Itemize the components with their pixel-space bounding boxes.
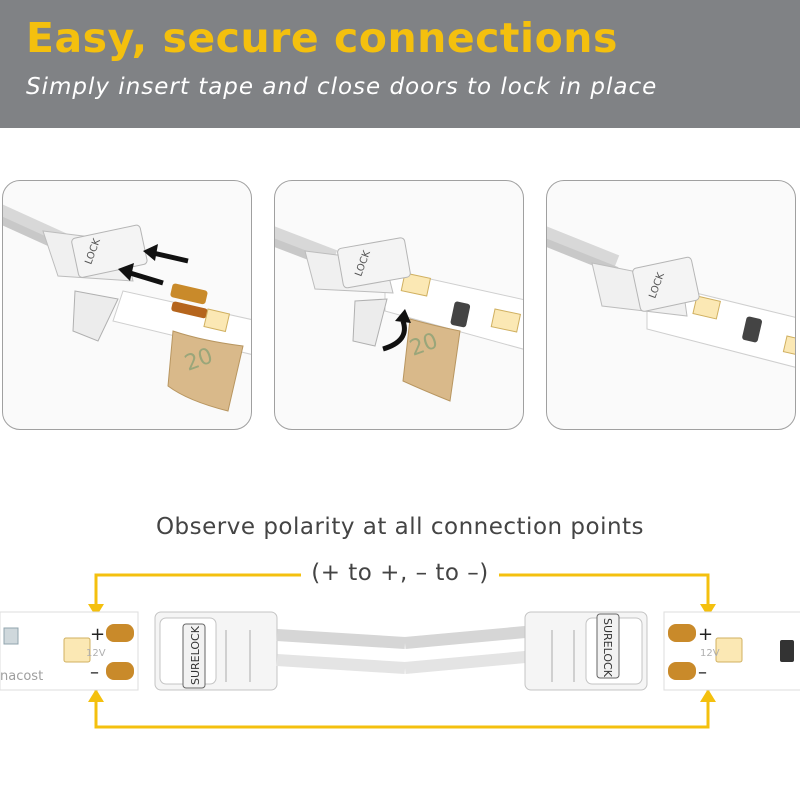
right-surelock-connector: SURELOCK xyxy=(524,611,648,691)
plus-copper-pad xyxy=(106,624,134,642)
right-voltage-label: 12V xyxy=(700,648,720,659)
right-connector-brand: SURELOCK xyxy=(601,618,614,678)
page-title: Easy, secure connections xyxy=(26,14,618,62)
polarity-rule-row: (+ to +, – to –) xyxy=(0,560,800,586)
minus-copper-pad xyxy=(106,662,134,680)
arrow-up-icon xyxy=(700,689,716,702)
resistor-icon xyxy=(780,640,794,662)
arrow-left-icon xyxy=(143,244,189,264)
polarity-rule: (+ to +, – to –) xyxy=(301,560,499,586)
left-surelock-connector: SURELOCK xyxy=(154,611,278,691)
panel-close-step: 20 LOCK xyxy=(274,180,524,430)
brand-fragment-label: nacost xyxy=(0,669,43,684)
left-voltage-label: 12V xyxy=(86,648,106,659)
left-minus-sign: – xyxy=(90,662,99,683)
right-led-tape: + – 12V xyxy=(663,611,800,691)
locked-step-illustration: LOCK xyxy=(547,226,795,368)
curved-arrow-icon xyxy=(382,309,411,352)
plus-copper-pad xyxy=(668,624,696,642)
connector-wires xyxy=(276,626,526,674)
left-connector-brand: SURELOCK xyxy=(189,625,202,685)
polarity-caption: Observe polarity at all connection point… xyxy=(155,514,645,540)
polarity-diagram: + – 12V nacost SURELOCK SURELOCK + – xyxy=(0,573,800,729)
left-led-tape: + – 12V nacost xyxy=(0,611,139,691)
led-chip-icon xyxy=(63,637,91,663)
right-plus-sign: + xyxy=(698,624,713,645)
brand-logo-icon xyxy=(3,627,19,645)
right-minus-sign: – xyxy=(698,662,707,683)
page-subtitle: Simply insert tape and close doors to lo… xyxy=(26,74,658,100)
arrow-up-icon xyxy=(88,689,104,702)
insert-step-illustration: 20 LOCK xyxy=(3,204,251,412)
panel-insert-step: 20 LOCK xyxy=(2,180,252,430)
panel-locked-step: LOCK xyxy=(546,180,796,430)
close-step-illustration: 20 LOCK xyxy=(275,226,523,402)
arrow-left-icon xyxy=(118,263,164,286)
header-banner: Easy, secure connections Simply insert t… xyxy=(0,0,800,128)
arrow-down-icon xyxy=(700,604,716,617)
led-chip-icon xyxy=(715,637,743,663)
arrow-down-icon xyxy=(88,604,104,617)
minus-copper-pad xyxy=(668,662,696,680)
left-plus-sign: + xyxy=(90,624,105,645)
